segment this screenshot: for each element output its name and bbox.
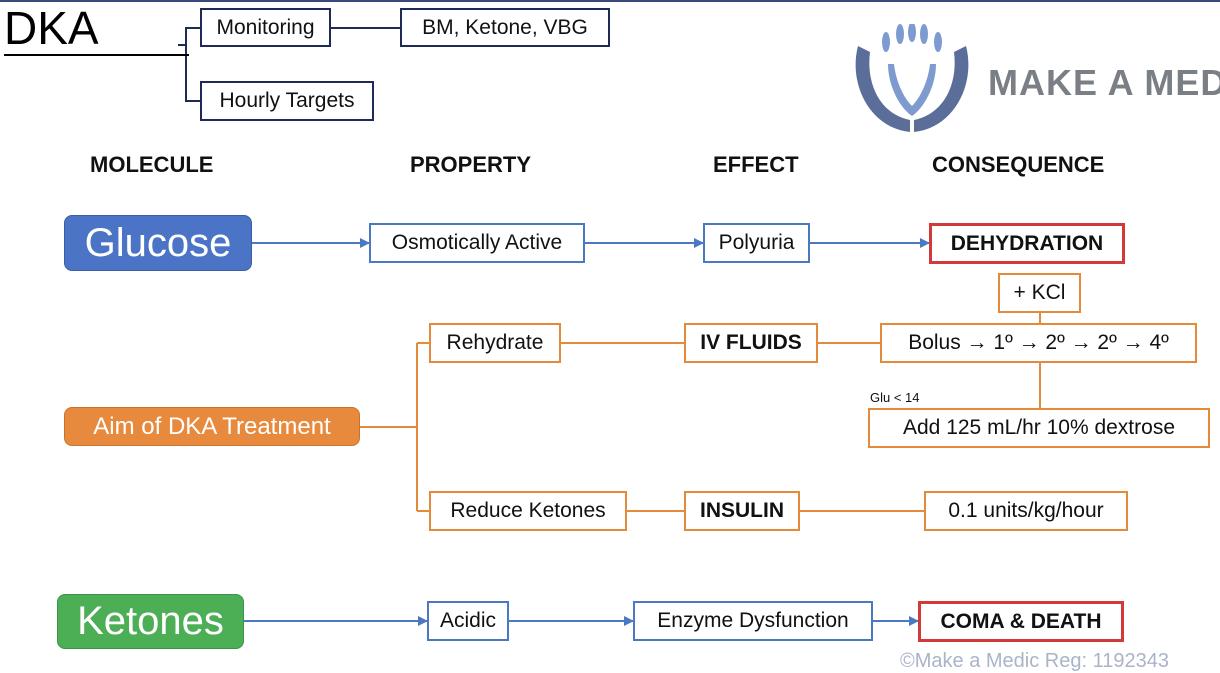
rehydrate-box: Rehydrate bbox=[429, 323, 561, 363]
monitoring-detail-box: BM, Ketone, VBG bbox=[400, 8, 610, 47]
insulin-rate-box: 0.1 units/kg/hour bbox=[924, 491, 1128, 531]
insulin-box: INSULIN bbox=[684, 491, 800, 531]
header-effect: EFFECT bbox=[713, 152, 799, 177]
header-molecule: MOLECULE bbox=[90, 152, 214, 177]
tree-lines bbox=[178, 27, 400, 102]
top-border bbox=[0, 0, 1220, 2]
acidic-box: Acidic bbox=[427, 601, 509, 641]
kcl-box: + KCl bbox=[998, 273, 1081, 313]
coma-death-box: COMA & DEATH bbox=[918, 601, 1124, 642]
page-title: DKA bbox=[4, 2, 99, 54]
header-property: PROPERTY bbox=[410, 152, 532, 177]
glucose-threshold-label: Glu < 14 bbox=[870, 390, 920, 405]
monitoring-box: Monitoring bbox=[200, 8, 331, 47]
header-consequence: CONSEQUENCE bbox=[932, 152, 1105, 177]
title-underline bbox=[4, 54, 189, 56]
copyright-text: ©Make a Medic Reg: 1192343 bbox=[900, 650, 1169, 672]
make-a-medic-logo-icon bbox=[855, 24, 969, 132]
osmotically-active-box: Osmotically Active bbox=[369, 223, 585, 263]
dextrose-box: Add 125 mL/hr 10% dextrose bbox=[868, 408, 1210, 448]
logo-text: MAKE A MEDIC bbox=[988, 62, 1220, 103]
ketones-pill: Ketones bbox=[57, 594, 244, 649]
dehydration-box: DEHYDRATION bbox=[929, 223, 1125, 264]
treatment-lines bbox=[360, 313, 1041, 512]
fluid-regimen-box: Bolus → 1º → 2º → 2º → 4º bbox=[880, 323, 1197, 363]
reduce-ketones-box: Reduce Ketones bbox=[429, 491, 627, 531]
hourly-targets-box: Hourly Targets bbox=[200, 81, 374, 121]
aim-of-treatment-pill: Aim of DKA Treatment bbox=[64, 407, 360, 446]
polyuria-box: Polyuria bbox=[703, 223, 810, 263]
enzyme-dysfunction-box: Enzyme Dysfunction bbox=[633, 601, 873, 641]
glucose-pill: Glucose bbox=[64, 215, 252, 271]
iv-fluids-box: IV FLUIDS bbox=[684, 323, 818, 363]
